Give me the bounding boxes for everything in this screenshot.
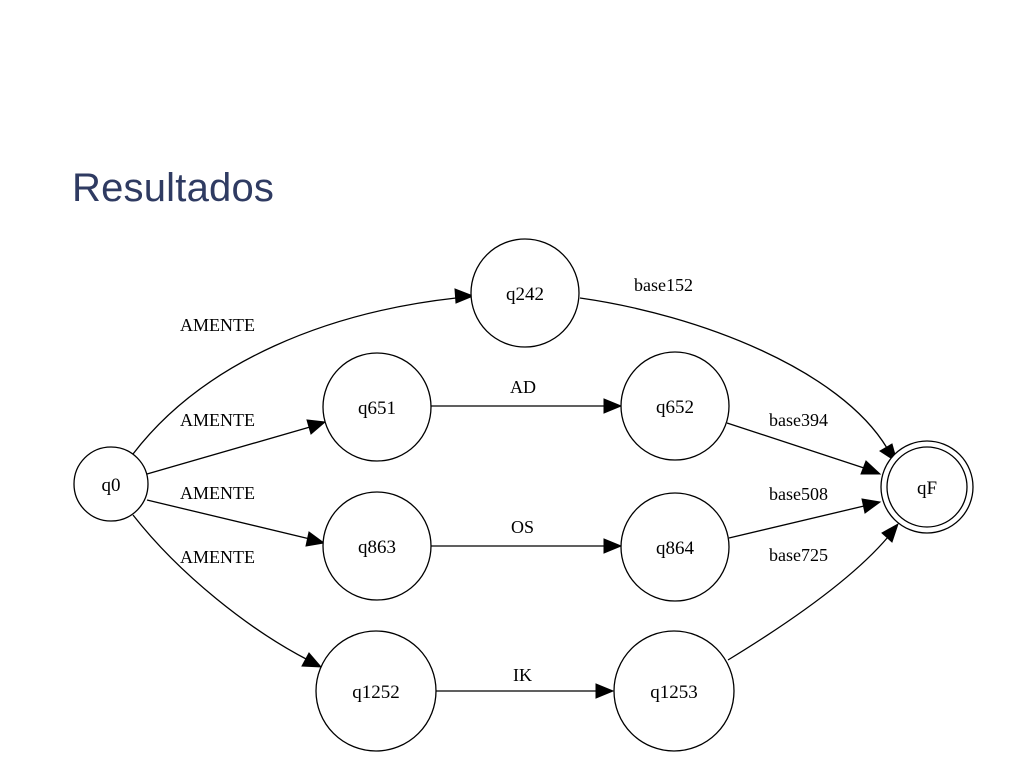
state-label-q1253: q1253 [650,682,698,703]
state-node-q0: q0 [73,446,149,522]
edge-label-q864-qF: base508 [769,484,828,504]
state-node-q652: q652 [620,351,730,461]
edge-label-q242-qF: base152 [634,275,693,295]
state-node-q863: q863 [322,491,432,601]
edge-label-q863-q864: OS [511,517,534,537]
state-node-q864: q864 [620,492,730,602]
state-label-q242: q242 [506,284,544,305]
state-node-q242: q242 [470,238,580,348]
edge-label-q0-q1252: AMENTE [180,547,255,567]
state-node-q651: q651 [322,352,432,462]
edge-label-q0-q651: AMENTE [180,410,255,430]
state-label-qF: qF [917,478,937,499]
edge-q1252-q1253 [436,683,615,699]
state-label-q863: q863 [358,537,396,558]
state-node-qF-final: qF [880,440,974,534]
state-label-q651: q651 [358,398,396,419]
state-label-q0: q0 [102,475,121,496]
edge-q0-q1252 [132,514,323,668]
edge-q864-qF [728,498,882,539]
edge-label-q1252-q1253: IK [513,665,532,685]
slide-title: Resultados [72,166,275,210]
edge-q0-q863 [146,499,326,547]
edge-label-q0-q242: AMENTE [180,315,255,335]
edge-q652-qF [726,422,882,475]
state-node-q1252: q1252 [315,630,437,752]
state-label-q1252: q1252 [352,682,400,703]
state-label-q864: q864 [656,538,695,559]
edge-label-q652-qF: base394 [769,410,828,430]
edge-q0-q242 [132,288,475,455]
state-label-q652: q652 [656,397,694,418]
edge-q1253-qF [727,522,899,661]
edge-q651-q652 [431,398,623,414]
edge-q0-q651 [146,419,327,475]
edge-label-q1253-qF: base725 [769,545,828,565]
state-node-q1253: q1253 [613,630,735,752]
edge-q863-q864 [431,538,623,554]
edge-label-q651-q652: AD [510,377,536,397]
edge-label-q0-q863: AMENTE [180,483,255,503]
